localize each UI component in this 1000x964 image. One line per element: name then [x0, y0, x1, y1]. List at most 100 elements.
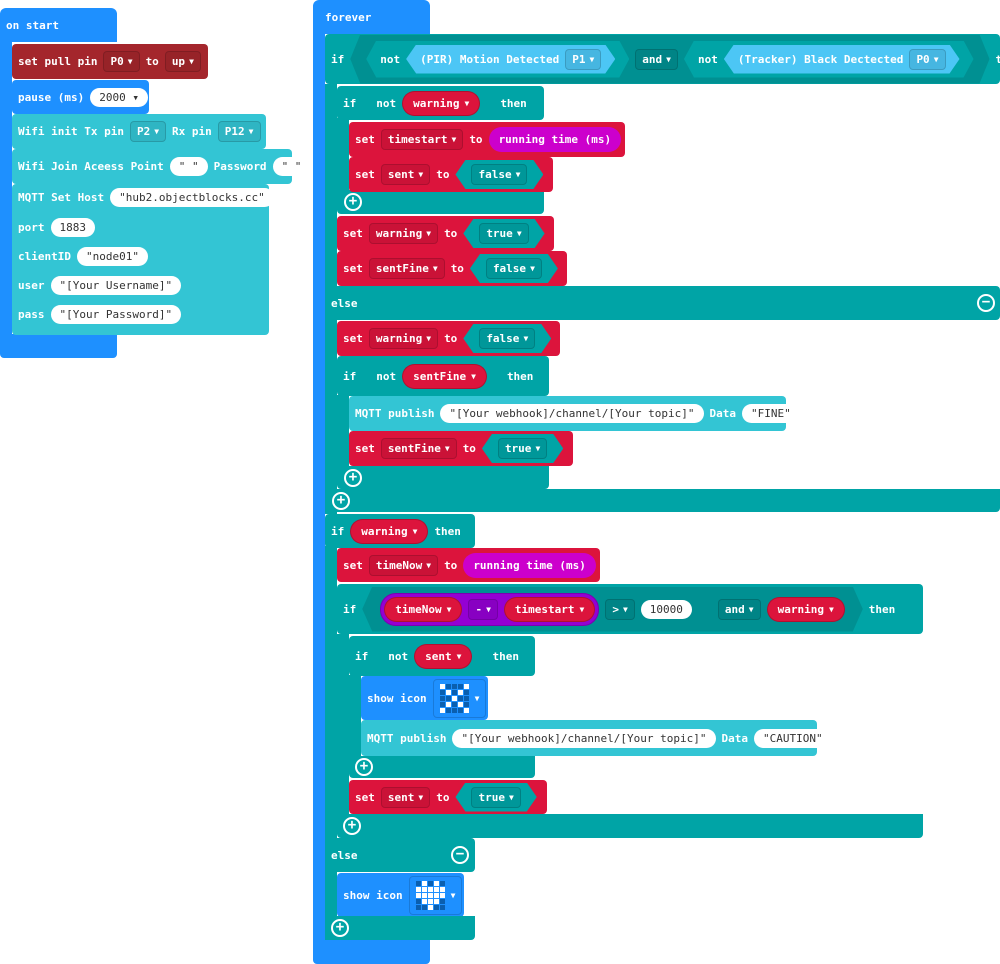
and-expression[interactable]: timeNow - timestart > 10000 and warning	[362, 587, 863, 632]
pin-dropdown[interactable]: P0	[103, 51, 140, 72]
pull-mode-dropdown[interactable]: up	[164, 51, 201, 72]
pause-input[interactable]: 2000 ▾	[90, 87, 148, 107]
data-input[interactable]: "CAUTION"	[754, 728, 832, 748]
icon-dropdown[interactable]	[432, 678, 487, 718]
set-sentfine-true-block[interactable]: setsentFinetotrue	[349, 431, 573, 466]
plus-icon[interactable]: +	[331, 919, 349, 937]
topic-input[interactable]: "[Your webhook]/channel/[Your topic]"	[452, 728, 716, 748]
bool-dropdown[interactable]: true	[479, 223, 528, 244]
variable-dropdown[interactable]: timeNow	[368, 554, 439, 576]
and-dropdown[interactable]: and	[635, 49, 678, 70]
sent-variable[interactable]: sent	[414, 644, 472, 669]
set-timenow-block[interactable]: settimeNowtorunning time (ms)	[337, 548, 600, 582]
show-icon-heart-block[interactable]: show icon	[337, 873, 464, 917]
led-pixel	[433, 880, 439, 886]
threshold-input[interactable]: 10000	[641, 600, 692, 619]
forever-hat[interactable]: forever	[313, 0, 430, 34]
running-time-block[interactable]: running time (ms)	[463, 552, 596, 578]
true-block[interactable]: true	[482, 434, 563, 463]
plus-icon[interactable]: +	[343, 817, 361, 835]
warning-variable[interactable]: warning	[350, 518, 429, 544]
icon-dropdown[interactable]	[408, 875, 463, 915]
bool-dropdown[interactable]: false	[479, 328, 535, 349]
set-sent-false-block[interactable]: setsenttofalse	[349, 157, 553, 192]
password-input[interactable]: " "	[272, 157, 311, 176]
set-timestart-block[interactable]: settimestarttorunning time (ms)	[349, 122, 625, 157]
variable-dropdown[interactable]: sent	[380, 786, 431, 808]
variable-dropdown[interactable]: timestart	[380, 129, 464, 150]
true-block[interactable]: true	[455, 783, 536, 812]
timenow-variable[interactable]: timeNow	[384, 597, 462, 622]
false-block[interactable]: false	[470, 254, 558, 283]
tx-pin-dropdown[interactable]: P2	[129, 121, 167, 142]
bool-dropdown[interactable]: false	[471, 164, 527, 185]
pause-block[interactable]: pause (ms) 2000 ▾	[12, 80, 149, 114]
false-block[interactable]: false	[463, 324, 551, 353]
set-sentfine-false-block[interactable]: setsentFinetofalse	[337, 251, 567, 286]
sentfine-variable[interactable]: sentFine	[402, 364, 487, 389]
set-sent-true-block[interactable]: setsenttotrue	[349, 780, 547, 814]
user-input[interactable]: "[Your Username]"	[50, 276, 182, 295]
port-input[interactable]: 1883	[50, 218, 95, 237]
variable-dropdown[interactable]: sentFine	[368, 258, 445, 279]
mqtt-set-host-block[interactable]: MQTT Set Host"hub2.objectblocks.cc" port…	[12, 184, 274, 335]
timestart-variable[interactable]: timestart	[504, 597, 595, 622]
if-label: if	[343, 96, 357, 110]
client-id-input[interactable]: "node01"	[76, 247, 148, 266]
mqtt-publish-caution-block[interactable]: MQTT publish"[Your webhook]/channel/[You…	[361, 720, 832, 756]
minus-icon[interactable]: −	[977, 294, 995, 312]
subtract-block[interactable]: timeNow - timestart	[380, 593, 599, 626]
topic-input[interactable]: "[Your webhook]/channel/[Your topic]"	[440, 404, 704, 423]
and-dropdown[interactable]: and	[718, 599, 761, 620]
led-pixel	[463, 689, 469, 695]
set-warning-false-block[interactable]: setwarningtofalse	[337, 321, 560, 356]
host-input[interactable]: "hub2.objectblocks.cc"	[110, 188, 274, 207]
wifi-join-block[interactable]: Wifi Join Aceess Point " " Password " "	[12, 149, 311, 184]
true-block[interactable]: true	[463, 219, 544, 248]
rx-pin-dropdown[interactable]: P12	[217, 121, 261, 142]
pir-pin-dropdown[interactable]: P1	[565, 49, 601, 70]
on-start-hat[interactable]: on start	[0, 8, 117, 42]
minus-icon[interactable]: −	[451, 846, 469, 864]
operator-dropdown[interactable]: -	[468, 599, 497, 620]
set-pull-pin-block[interactable]: set pull pin P0 to up	[12, 44, 208, 79]
wifi-init-block[interactable]: Wifi init Tx pin P2 Rx pin P12	[12, 114, 266, 149]
bool-dropdown[interactable]: false	[486, 258, 542, 279]
warning-variable[interactable]: warning	[767, 597, 845, 622]
compare-dropdown[interactable]: >	[605, 599, 634, 620]
if-warning-block[interactable]: ifwarningthen	[325, 514, 475, 548]
mqtt-publish-fine-block[interactable]: MQTT publish"[Your webhook]/channel/[You…	[349, 396, 800, 431]
bool-dropdown[interactable]: true	[498, 438, 547, 459]
plus-icon[interactable]: +	[344, 469, 362, 487]
data-input[interactable]: "FINE"	[742, 404, 800, 423]
set-warning-true-block[interactable]: setwarningtotrue	[337, 216, 554, 251]
running-time-block[interactable]: running time (ms)	[488, 127, 622, 152]
variable-dropdown[interactable]: sent	[380, 164, 431, 185]
show-icon-x-block[interactable]: show icon	[361, 676, 488, 720]
variable-dropdown[interactable]: warning	[368, 328, 439, 349]
plus-icon[interactable]: +	[344, 193, 362, 211]
warning-variable[interactable]: warning	[402, 91, 480, 116]
plus-icon[interactable]: +	[355, 758, 373, 776]
if-timeout-block[interactable]: if timeNow - timestart > 10000 and warni…	[337, 584, 923, 634]
plus-icon[interactable]: +	[332, 492, 350, 510]
tracker-pin-dropdown[interactable]: P0	[909, 49, 945, 70]
ssid-input[interactable]: " "	[169, 157, 208, 176]
variable-dropdown[interactable]: sentFine	[380, 438, 457, 459]
false-block[interactable]: false	[455, 160, 543, 189]
bool-dropdown[interactable]: true	[471, 787, 520, 808]
pass-input[interactable]: "[Your Password]"	[50, 305, 182, 324]
variable-dropdown[interactable]: warning	[368, 223, 439, 244]
